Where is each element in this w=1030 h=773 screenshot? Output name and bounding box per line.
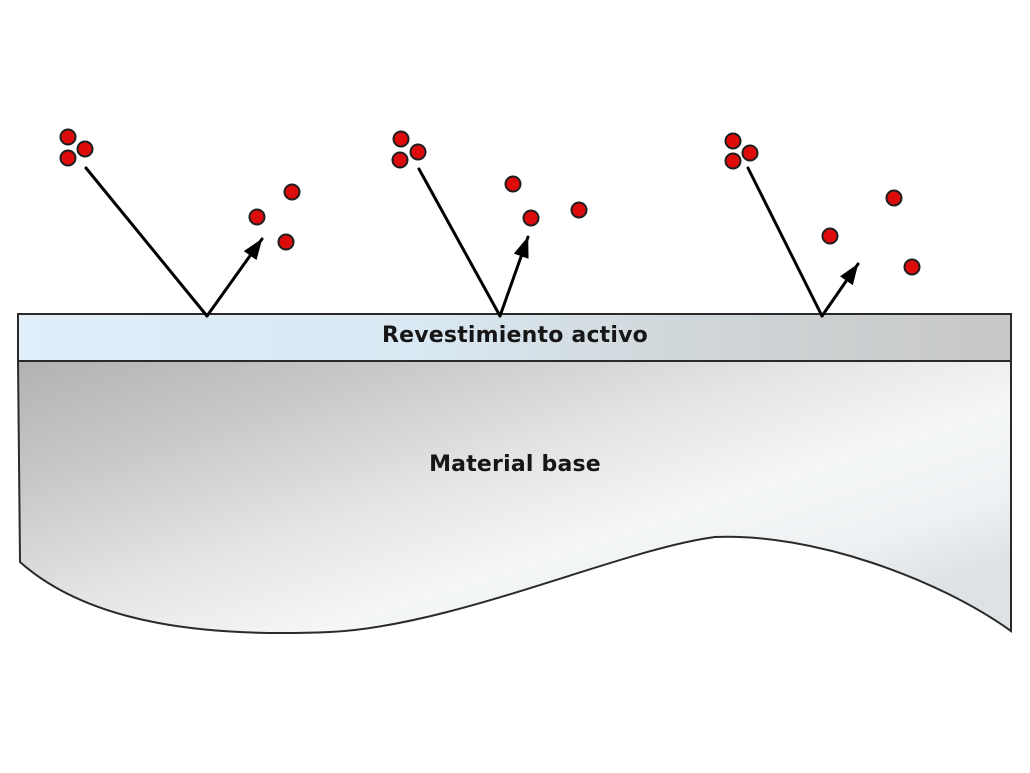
incoming-particle-dot	[76, 140, 94, 158]
particle-impacts-group	[59, 128, 921, 318]
scattered-particle-dot	[283, 183, 301, 201]
scattered-particle-dot	[522, 209, 540, 227]
incoming-particle-dot	[59, 149, 77, 167]
reflected-arrow	[498, 235, 530, 318]
scattered-particle-dot	[885, 189, 903, 207]
scattered-particle-dot	[504, 175, 522, 193]
active-coating-layer	[17, 313, 1012, 362]
scattered-particle-dot	[248, 208, 266, 226]
incoming-ray-line	[84, 166, 209, 318]
base-material-shape	[16, 359, 1012, 635]
scattered-particle-dot	[277, 233, 295, 251]
incoming-ray-line	[746, 166, 824, 318]
incoming-particle-dot	[741, 144, 759, 162]
incoming-particle-dot	[724, 152, 742, 170]
incoming-particle-dot	[59, 128, 77, 146]
incoming-ray-line	[417, 167, 502, 318]
scattered-particle-dot	[903, 258, 921, 276]
scattered-particle-dot	[821, 227, 839, 245]
incoming-particle-dot	[724, 132, 742, 150]
incoming-particle-dot	[392, 130, 410, 148]
scattered-particle-dot	[570, 201, 588, 219]
incoming-particle-dot	[391, 151, 409, 169]
reflected-arrow	[820, 262, 860, 318]
reflected-arrow	[205, 237, 264, 318]
incoming-particle-dot	[409, 143, 427, 161]
